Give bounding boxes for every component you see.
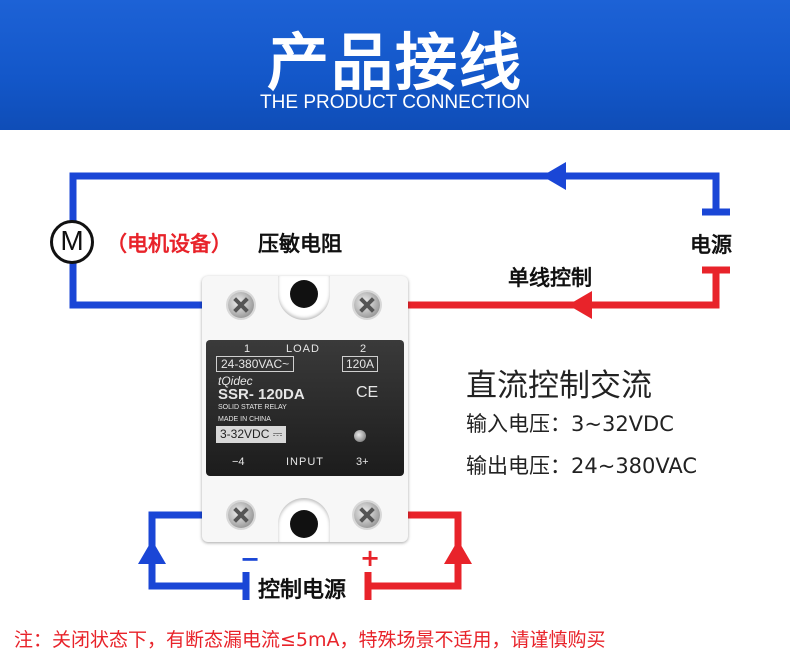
header-banner: 产品接线 THE PRODUCT CONNECTION [0,0,790,130]
input-pin-4: −4 [232,456,245,468]
minus-sign: − [240,545,261,573]
blue-wire-top-loop [69,172,720,309]
input-label: INPUT [286,456,324,468]
power-label: 电源 [690,233,732,257]
input-pin-3: 3+ [356,456,369,468]
load-pin-2: 2 [360,343,367,355]
relay-type: SOLID STATE RELAY [218,404,287,411]
banner-title: 产品接线 [266,26,523,99]
terminal-screw-2 [354,292,380,318]
blue-arrow-top [542,162,566,190]
ce-mark: CE [356,384,379,401]
motor-label: （电机设备） [106,232,232,256]
info-heading: 直流控制交流 [466,368,652,404]
red-arrow-bottom [444,540,472,564]
red-wire-top [367,270,720,309]
blue-arrow-bottom [138,540,166,564]
model-number: SSR- 120DA [218,386,305,403]
relay-label-panel: 1 LOAD 2 24-380VAC~ 120A tQidec SSR- 120… [206,340,404,476]
footer-note: 注：关闭状态下，有断态漏电流≤5mA，特殊场景不适用，请谨慎购买 [14,629,606,651]
banner-subtitle: THE PRODUCT CONNECTION [260,92,530,113]
motor-icon: M [50,220,94,264]
terminal-screw-1 [228,292,254,318]
relay-mount-notch-bottom [278,498,330,542]
relay-mount-notch-top [278,276,330,320]
load-pin-1: 1 [244,343,251,355]
info-input-voltage: 输入电压：3~32VDC [466,412,674,436]
made-in: MADE IN CHINA [218,416,271,423]
terminal-screw-3 [354,502,380,528]
brand-name: tQidec [218,374,253,388]
solid-state-relay: 1 LOAD 2 24-380VAC~ 120A tQidec SSR- 120… [202,276,408,542]
plus-sign: + [360,544,381,572]
info-output-voltage: 输出电压：24~380VAC [466,454,698,478]
single-wire-control-label: 单线控制 [508,266,592,290]
status-led-icon [354,430,366,442]
input-voltage-box: 3-32VDC ⎓ [216,426,287,443]
varistor-label: 压敏电阻 [258,232,342,256]
load-label: LOAD [286,343,320,355]
voltage-range: 24-380VAC~ [216,356,295,372]
terminal-screw-4 [228,502,254,528]
red-arrow-top [568,291,592,319]
current-rating: 120A [342,356,379,372]
control-power-label: 控制电源 [258,578,347,603]
